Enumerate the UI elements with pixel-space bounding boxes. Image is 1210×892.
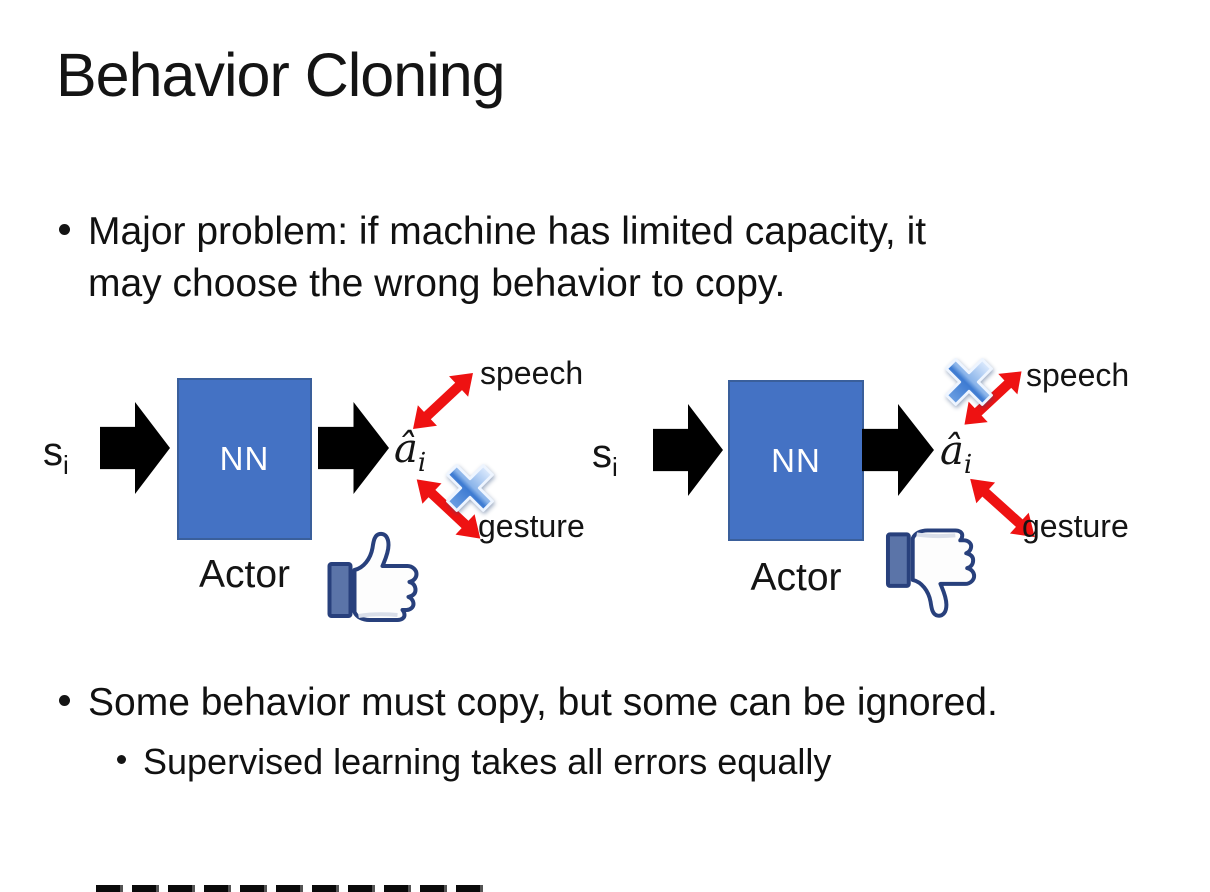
double-arrow-speech-icon <box>403 362 483 440</box>
nn-box-left: NN <box>177 378 312 540</box>
nn-box-right: NN <box>728 380 864 541</box>
right-block-arrow-icon <box>318 402 389 494</box>
input-label-right: si <box>592 432 618 482</box>
bullet-dot <box>117 755 126 764</box>
input-label-left: si <box>43 430 69 480</box>
double-arrow-speech-icon <box>954 360 1032 435</box>
double-arrow-gesture-icon <box>960 468 1045 549</box>
bullet-major-problem-text: Major problem: if machine has limited ca… <box>88 210 927 305</box>
gesture-label-left: gesture <box>478 508 585 544</box>
bullet-some-behavior: Some behavior must copy, but some can be… <box>59 678 998 728</box>
cut-off-bottom-content <box>96 885 488 892</box>
actor-label-right: Actor <box>750 556 842 599</box>
bullet-dot <box>59 224 70 235</box>
cross-x-icon <box>936 352 1002 412</box>
thumbs-down-icon <box>884 528 988 620</box>
bullet-supervised-learning-text: Supervised learning takes all errors equ… <box>143 741 832 782</box>
bullet-some-behavior-text: Some behavior must copy, but some can be… <box>88 681 998 724</box>
cross-x-icon <box>438 458 502 518</box>
gesture-label-right: gesture <box>1022 508 1129 544</box>
right-block-arrow-icon <box>100 402 170 494</box>
right-block-arrow-icon <box>862 404 934 496</box>
actor-label-left: Actor <box>198 553 291 596</box>
thumbs-up-icon <box>324 530 432 622</box>
bullet-supervised-learning: Supervised learning takes all errors equ… <box>117 739 831 785</box>
output-label-right: âi <box>940 428 973 480</box>
output-label-left: âi <box>394 426 427 478</box>
speech-label-right: speech <box>1026 357 1130 393</box>
speech-label-left: speech <box>480 355 584 391</box>
right-block-arrow-icon <box>653 404 723 496</box>
double-arrow-gesture-icon <box>406 468 490 549</box>
bullet-major-problem: Major problem: if machine has limited ca… <box>59 206 926 310</box>
page-title: Behavior Cloning <box>56 41 506 109</box>
bullet-dot <box>59 695 70 706</box>
